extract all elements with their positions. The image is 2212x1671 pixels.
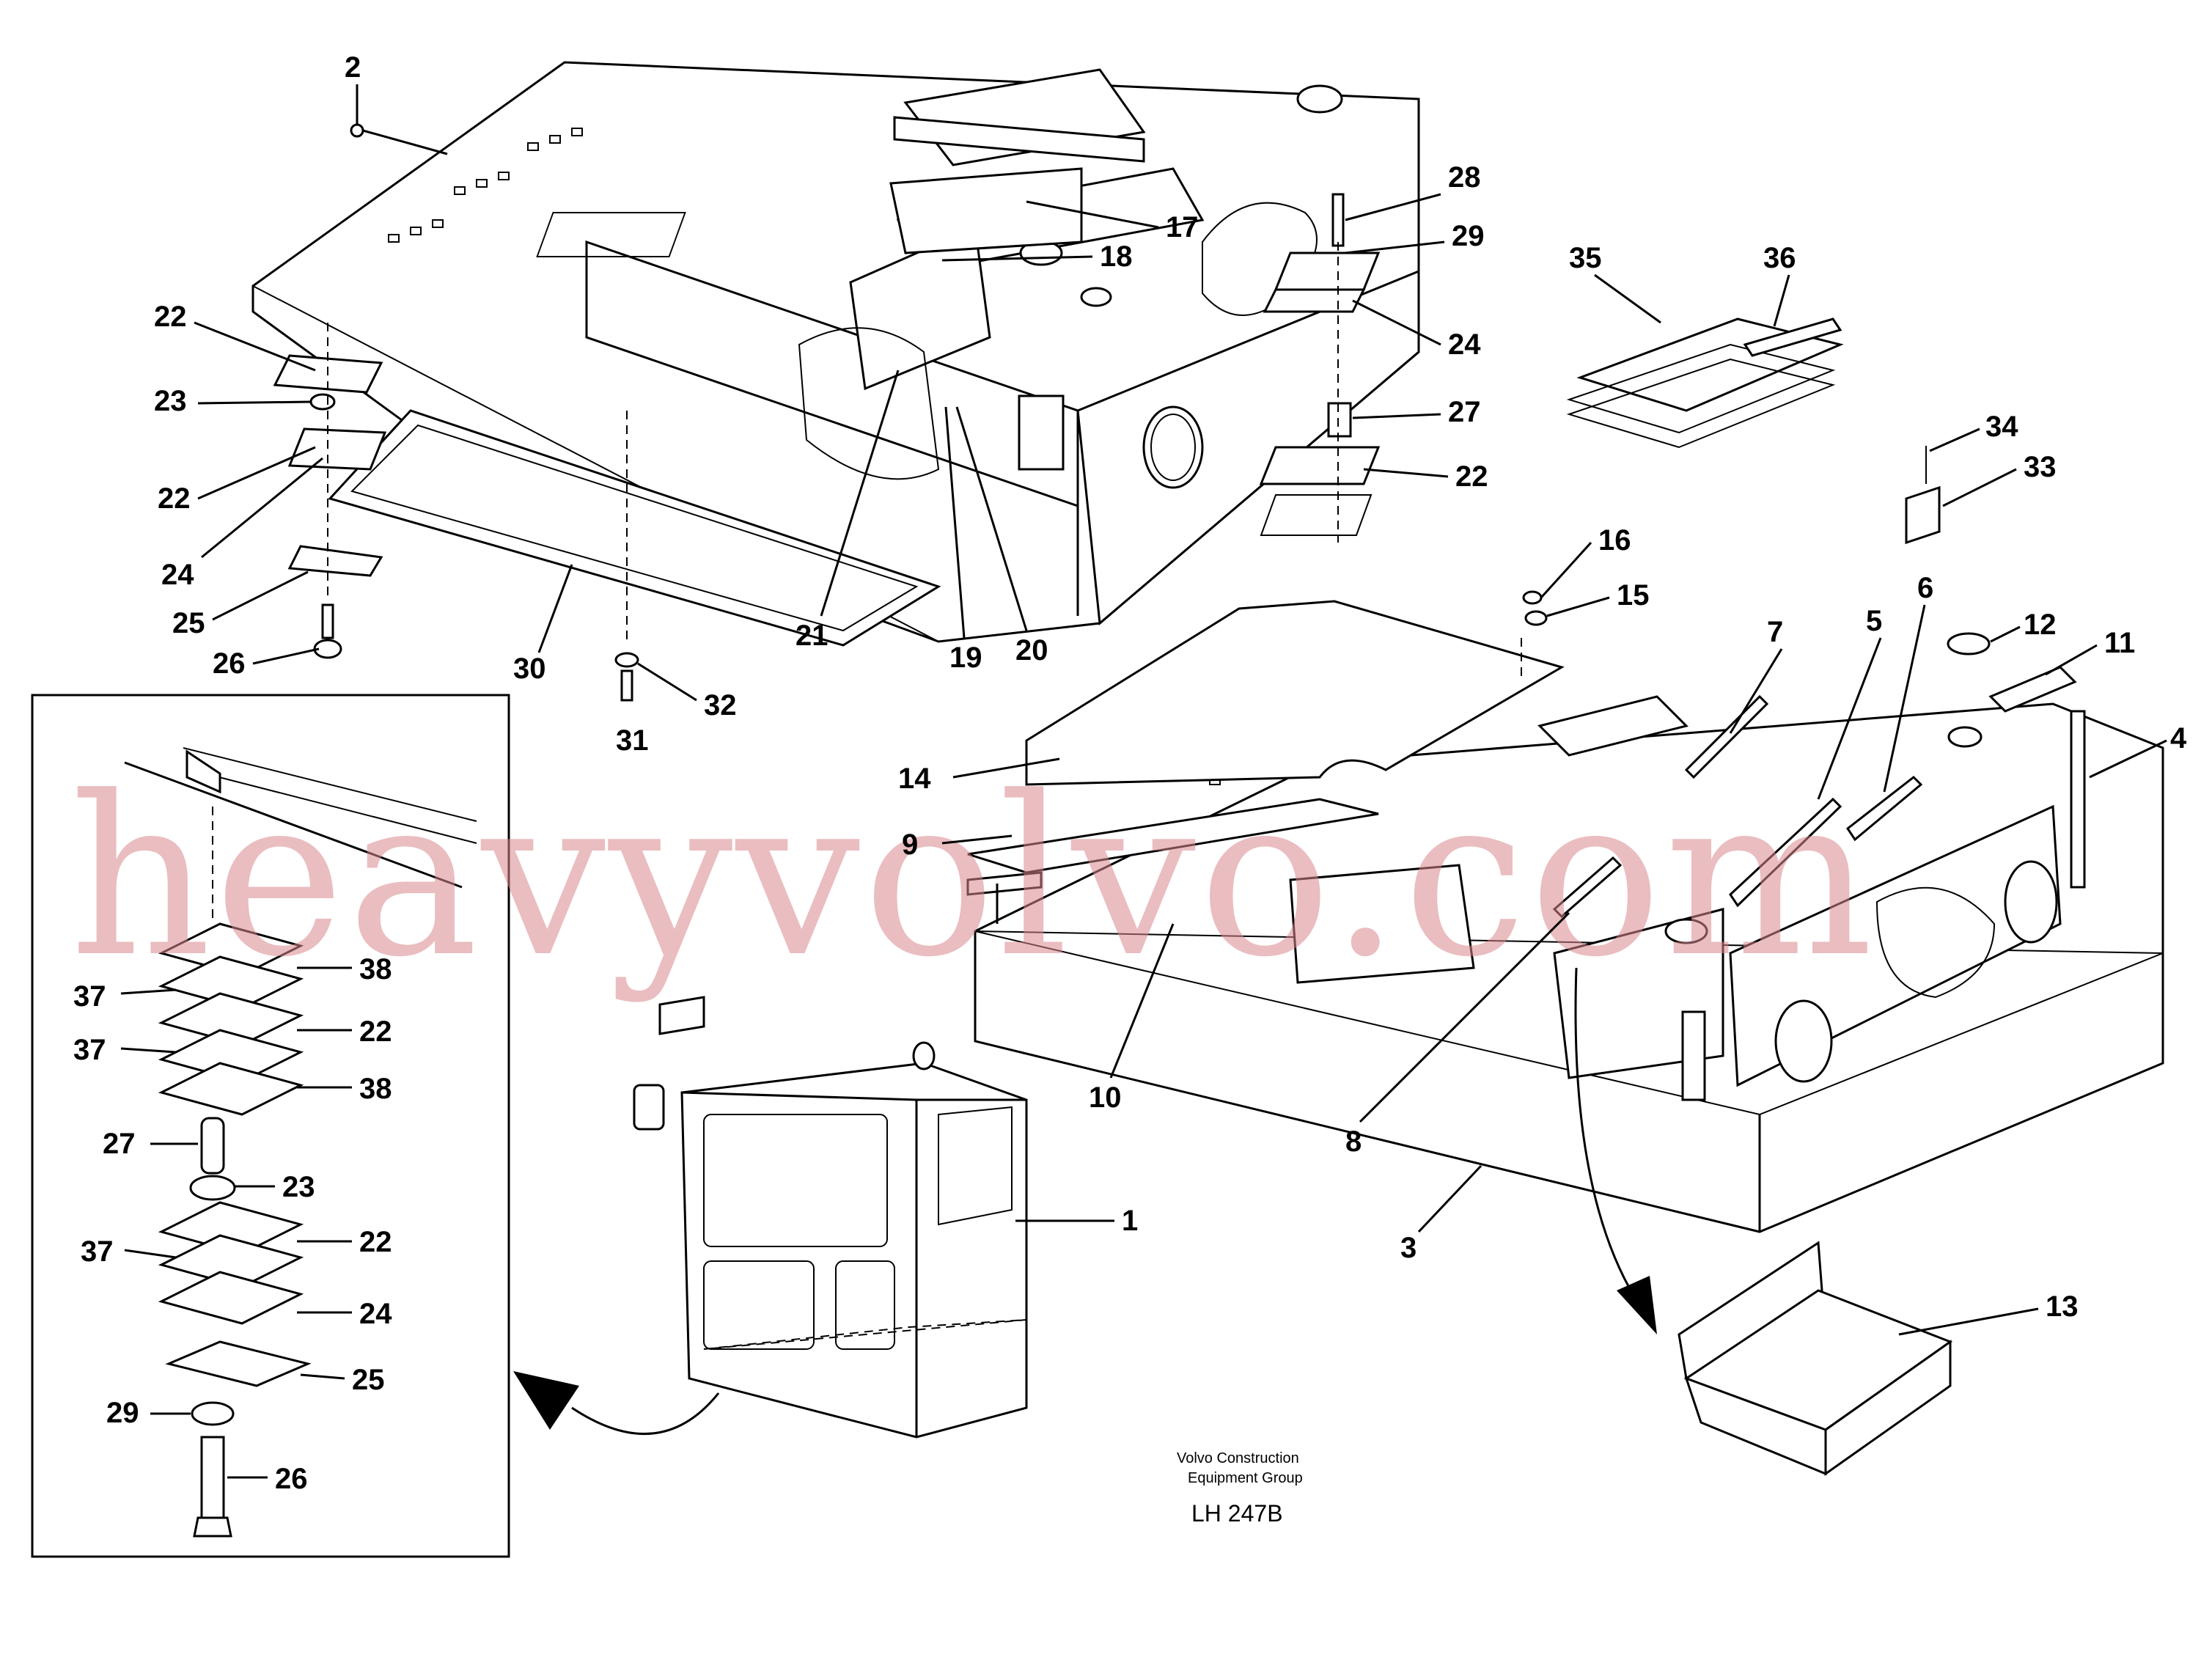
inset-callout-24: 24 (359, 1298, 392, 1330)
callout-7: 7 (1767, 616, 1783, 648)
callout-3: 3 (1400, 1232, 1417, 1264)
callout-12: 12 (2024, 609, 2057, 641)
watermark: heavyvolvo.com (70, 749, 1876, 1005)
upper-frame-slots (388, 128, 583, 243)
callout-labels: 2 28 29 17 18 24 27 22 22 23 22 24 25 26… (154, 51, 2187, 1336)
inset-callout-37c: 37 (81, 1235, 114, 1268)
plate-9 (967, 798, 1379, 874)
floor-plate-14 (1025, 600, 1565, 786)
inset-callout-22a: 22 (359, 1016, 392, 1048)
right-mount-stack (1259, 193, 1381, 543)
callout-25: 25 (172, 607, 205, 639)
callout-33: 33 (2024, 451, 2057, 483)
callout-5: 5 (1866, 605, 1882, 637)
callout-22c: 22 (1455, 460, 1488, 493)
arrow-head-right (1617, 1276, 1657, 1334)
inset-callout-22b: 22 (359, 1226, 392, 1258)
callout-29: 29 (1452, 220, 1485, 252)
callout-21: 21 (795, 620, 828, 652)
callout-27: 27 (1448, 396, 1481, 428)
callout-32: 32 (704, 689, 737, 721)
callout-31: 31 (616, 724, 649, 757)
upper-frame-assembly (251, 61, 1420, 647)
callout-24b: 24 (1448, 328, 1481, 361)
callout-28: 28 (1448, 161, 1481, 194)
bolt-2 (350, 123, 448, 155)
bottom-plate-30 (614, 411, 639, 702)
plates-35-36 (1566, 317, 1844, 449)
callout-17: 17 (1166, 211, 1199, 243)
callout-15: 15 (1617, 579, 1650, 612)
company-line-1: Volvo Construction (1177, 1450, 1299, 1466)
callout-18: 18 (1100, 240, 1133, 273)
callout-19: 19 (949, 642, 982, 674)
inset-callout-38b: 38 (359, 1073, 392, 1105)
inset-callout-37a: 37 (73, 980, 106, 1013)
inset-callout-labels: 38 37 22 37 38 27 23 22 37 24 25 29 26 (73, 953, 392, 1495)
callout-26: 26 (213, 647, 246, 680)
callout-9: 9 (902, 829, 918, 861)
inset-callout-25: 25 (352, 1364, 385, 1396)
inset-detail (31, 694, 510, 1558)
bracket-33 (1905, 446, 1941, 545)
inset-callout-26: 26 (275, 1463, 308, 1495)
inset-callout-27: 27 (103, 1128, 136, 1160)
operator-cab (633, 996, 1028, 1439)
tray-13 (1678, 1241, 1953, 1476)
callout-10: 10 (1089, 1081, 1122, 1114)
callout-16: 16 (1598, 524, 1631, 557)
inset-callout-38a: 38 (359, 953, 392, 985)
callout-24a: 24 (161, 559, 194, 591)
callout-22b: 22 (158, 482, 191, 515)
callout-8: 8 (1345, 1125, 1362, 1158)
bolts-15-16 (1522, 590, 1548, 626)
inset-callout-37b: 37 (73, 1034, 106, 1066)
lower-frame-assembly (966, 632, 2164, 1233)
reference-arrows (513, 967, 1657, 1436)
company-line-2: Equipment Group (1188, 1470, 1303, 1486)
arrow-head-left (513, 1371, 579, 1430)
inset-callout-23: 23 (282, 1171, 315, 1203)
callout-30: 30 (513, 653, 546, 685)
callout-4: 4 (2170, 722, 2187, 754)
callout-2: 2 (345, 51, 361, 84)
callout-11: 11 (2104, 627, 2135, 659)
callout-1: 1 (1122, 1205, 1138, 1237)
drawing-code: LH 247B (1191, 1500, 1283, 1527)
callout-23: 23 (154, 385, 187, 417)
callout-22a: 22 (154, 301, 187, 333)
callout-35: 35 (1569, 242, 1602, 274)
callout-34: 34 (1985, 411, 2018, 443)
callout-13: 13 (2046, 1290, 2079, 1323)
callout-20: 20 (1015, 634, 1048, 666)
callout-14: 14 (898, 763, 931, 795)
callout-6: 6 (1917, 572, 1933, 604)
inset-callout-29: 29 (106, 1397, 139, 1429)
callout-36: 36 (1763, 242, 1796, 274)
